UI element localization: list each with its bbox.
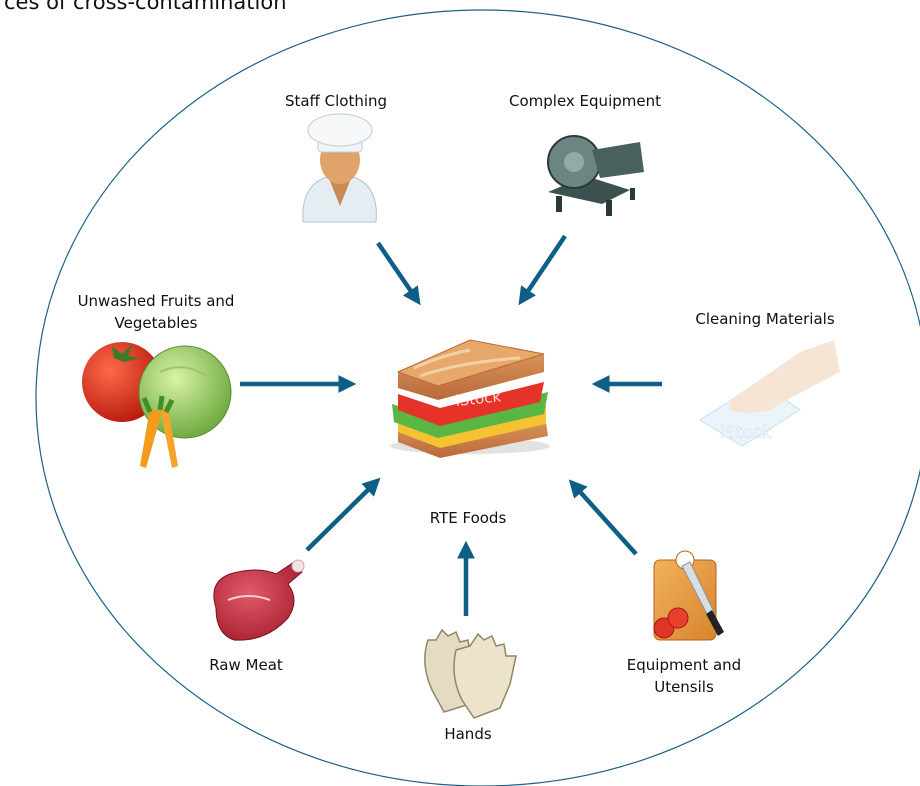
watermark-cleaning: iStock bbox=[720, 423, 772, 443]
raw-meat-icon bbox=[213, 559, 305, 641]
label-unwashed-line2: Vegetables bbox=[114, 314, 198, 332]
label-raw-meat: Raw Meat bbox=[209, 656, 283, 674]
arrow-complex-equipment bbox=[518, 234, 567, 306]
slicer-icon bbox=[547, 135, 644, 216]
gloves-icon bbox=[424, 628, 517, 719]
label-equipment-line2: Utensils bbox=[654, 678, 714, 696]
boundary-ellipse bbox=[35, 9, 920, 786]
diagram-title: ces of cross-contamination bbox=[4, 0, 287, 14]
chef-icon bbox=[302, 113, 377, 223]
label-equipment-line1: Equipment and bbox=[626, 656, 742, 674]
arrow-raw-meat bbox=[305, 477, 381, 552]
arrow-staff-clothing bbox=[376, 241, 421, 306]
label-unwashed-produce: Unwashed Fruits and Vegetables bbox=[78, 290, 235, 334]
sandwich-icon bbox=[390, 339, 550, 458]
label-unwashed-line1: Unwashed Fruits and bbox=[77, 292, 235, 310]
cutting-board-icon bbox=[653, 550, 724, 641]
watermark-sandwich: iStock bbox=[455, 387, 503, 410]
label-rte-foods: RTE Foods bbox=[429, 509, 507, 527]
cleaning-cloth-icon bbox=[699, 340, 840, 447]
label-staff-clothing: Staff Clothing bbox=[284, 92, 388, 110]
label-equipment-utensils: Equipment and Utensils bbox=[627, 654, 741, 698]
label-cleaning-materials: Cleaning Materials bbox=[695, 310, 835, 328]
arrows bbox=[240, 234, 662, 616]
arrow-equipment-utensils bbox=[568, 479, 638, 556]
produce-icon bbox=[82, 342, 232, 468]
label-complex-equipment: Complex Equipment bbox=[509, 92, 661, 110]
label-hands: Hands bbox=[444, 725, 492, 743]
